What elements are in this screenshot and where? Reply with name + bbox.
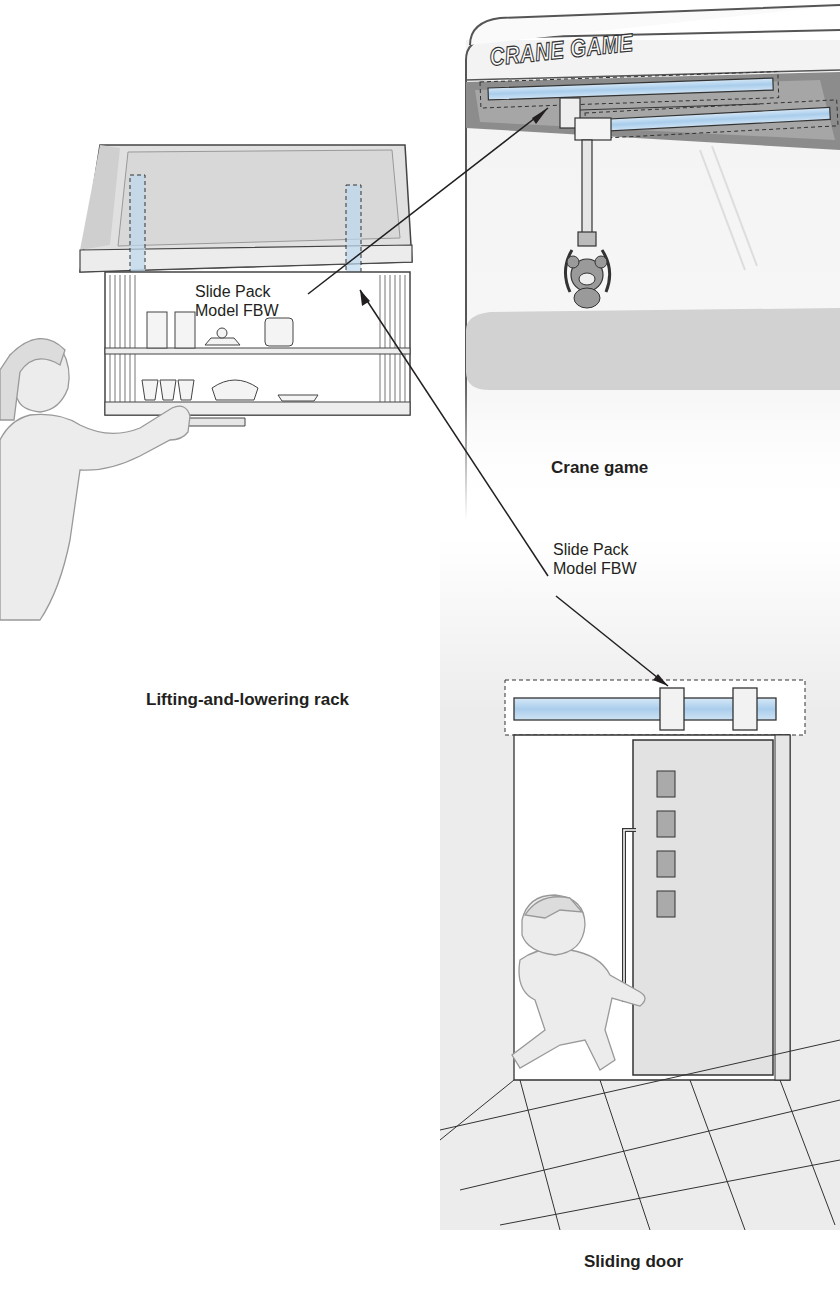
shelf-bottom bbox=[105, 402, 410, 415]
hair bbox=[0, 339, 65, 420]
rack bbox=[80, 145, 412, 426]
claw-arms bbox=[565, 250, 609, 292]
cups bbox=[142, 380, 194, 400]
side-slats-part bbox=[120, 275, 121, 410]
shelf-frame bbox=[105, 272, 410, 415]
claw-rod bbox=[582, 140, 592, 235]
door-panel bbox=[633, 740, 773, 1075]
floor-tiles bbox=[440, 1040, 840, 1230]
floor-tiles-part bbox=[520, 1080, 560, 1230]
teddy-ear bbox=[595, 256, 607, 268]
rail-housing bbox=[505, 680, 805, 735]
floor-tiles-part bbox=[460, 1100, 840, 1190]
teddy-body bbox=[574, 288, 600, 308]
body bbox=[0, 406, 190, 620]
container bbox=[265, 318, 293, 346]
slide-rail bbox=[590, 107, 830, 132]
woman-figure bbox=[0, 339, 190, 620]
canister bbox=[175, 312, 195, 348]
machine-band bbox=[466, 308, 840, 390]
dish bbox=[278, 395, 318, 401]
side-slats-part bbox=[385, 275, 386, 410]
crane-machine bbox=[466, 5, 840, 520]
slide-rail bbox=[488, 78, 773, 100]
glass-glare bbox=[712, 146, 757, 266]
floor-tiles-part bbox=[440, 1080, 514, 1140]
callout-label: Slide Pack Model FBW bbox=[195, 282, 287, 320]
door-window bbox=[657, 891, 675, 917]
side-slats-part bbox=[390, 275, 391, 410]
side-slats-part bbox=[130, 275, 131, 410]
glass-glare bbox=[700, 150, 745, 270]
scene-caption: Crane game bbox=[551, 458, 648, 478]
bowl bbox=[212, 380, 258, 400]
teddy-ear bbox=[567, 256, 579, 268]
shelf bbox=[105, 348, 410, 354]
claw-head bbox=[578, 232, 596, 246]
hair bbox=[525, 897, 582, 918]
juicer bbox=[217, 328, 227, 338]
canister bbox=[147, 312, 167, 348]
scene-caption: Sliding door bbox=[584, 1252, 683, 1272]
floor-tiles-part bbox=[780, 1080, 835, 1225]
door-window bbox=[657, 851, 675, 877]
floor-tiles-part bbox=[600, 1080, 650, 1230]
leader-line bbox=[308, 108, 548, 294]
arrowhead bbox=[360, 290, 370, 306]
machine-edge bbox=[466, 30, 840, 520]
rail-outline bbox=[480, 72, 779, 108]
callout-label: Slide Pack Model FBW bbox=[553, 540, 645, 578]
cabinet-side bbox=[80, 145, 120, 250]
door-hanger bbox=[660, 688, 684, 730]
leader-arrowheads bbox=[360, 108, 668, 686]
side-slats-part bbox=[405, 275, 406, 410]
sliding-door-scene bbox=[440, 540, 840, 1230]
wall bbox=[440, 540, 840, 1230]
child-figure bbox=[512, 895, 645, 1070]
door-frame bbox=[775, 735, 790, 1080]
leader-line bbox=[556, 596, 668, 686]
side-slats-part bbox=[380, 275, 381, 410]
head bbox=[522, 895, 585, 955]
side-slats-part bbox=[400, 275, 401, 410]
side-slats-part bbox=[135, 275, 136, 410]
door-window bbox=[657, 811, 675, 837]
side-slats-part bbox=[115, 275, 116, 410]
arrowhead bbox=[653, 674, 668, 686]
door-handle bbox=[624, 830, 636, 1000]
arrowhead bbox=[532, 108, 548, 124]
door-handle-highlight bbox=[624, 830, 636, 1000]
ceiling-panel bbox=[466, 72, 840, 150]
door-window bbox=[657, 771, 675, 797]
body bbox=[512, 949, 645, 1070]
floor-tiles-part bbox=[690, 1080, 745, 1230]
leader-lines bbox=[308, 108, 668, 686]
machine-body bbox=[466, 40, 840, 520]
teddy-muzzle bbox=[579, 273, 595, 285]
door-hanger bbox=[733, 688, 757, 730]
cross-bar bbox=[580, 104, 760, 110]
carriage-block bbox=[575, 118, 611, 140]
side-slats-part bbox=[110, 275, 111, 410]
scene-caption: Lifting-and-lowering rack bbox=[146, 690, 349, 710]
side-slats-part bbox=[125, 275, 126, 410]
plate bbox=[205, 338, 240, 345]
floor-tiles-part bbox=[500, 1160, 840, 1225]
leader-line bbox=[360, 290, 548, 576]
floor-tiles-part bbox=[440, 1040, 840, 1130]
side-slats bbox=[110, 275, 405, 410]
